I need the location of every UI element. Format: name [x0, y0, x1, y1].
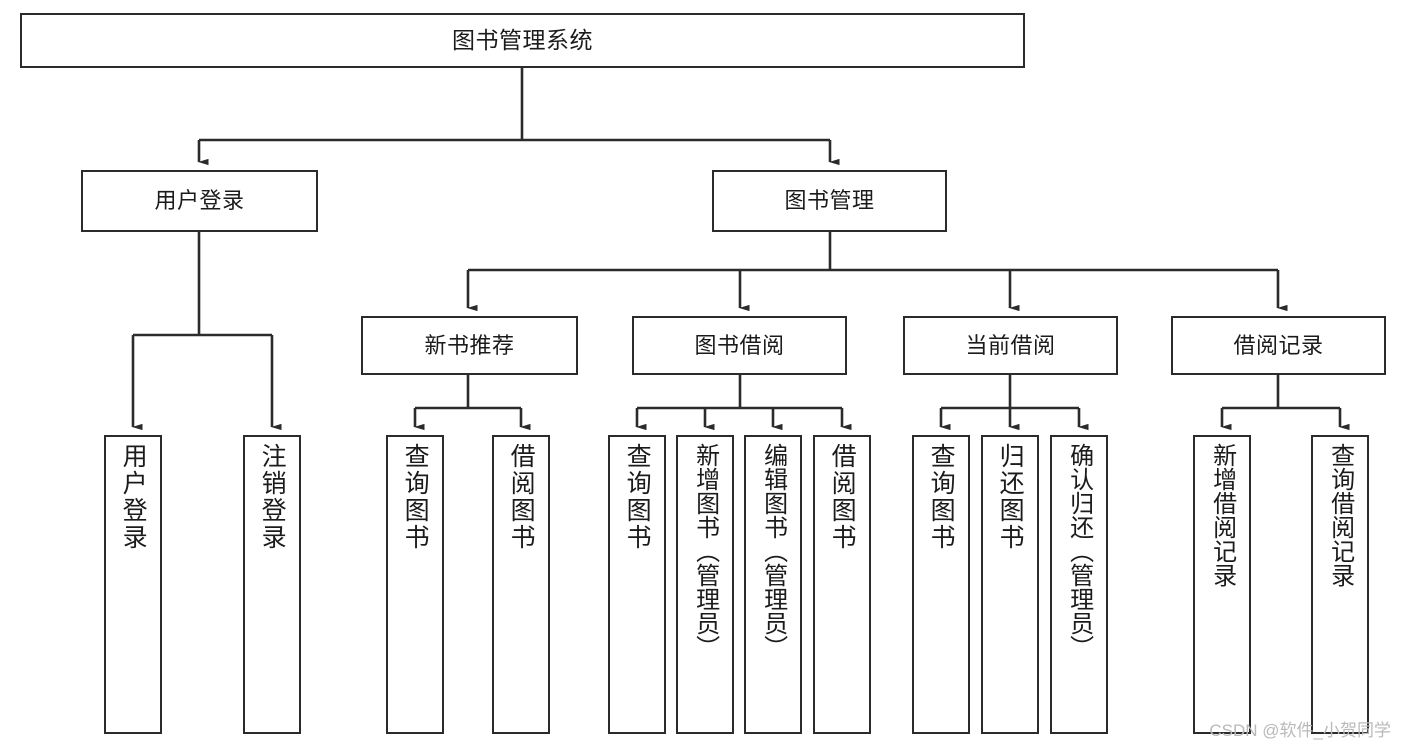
node-label: 借阅图书	[507, 443, 536, 551]
node-label: 查询图书	[927, 443, 956, 551]
node-label: 新增图书（管理员）	[691, 443, 719, 659]
node-label: 新书推荐	[424, 332, 515, 358]
node-label: 用户登录	[154, 188, 245, 214]
node-user-login[interactable]: 用户登录	[81, 170, 318, 232]
node-root-book-management-system[interactable]: 图书管理系统	[20, 13, 1025, 68]
node-label: 图书借阅	[694, 332, 785, 358]
node-label: 图书管理	[784, 188, 875, 214]
node-label: 新增借阅记录	[1208, 443, 1236, 587]
node-label: 用户登录	[119, 443, 148, 551]
node-current-borrow[interactable]: 当前借阅	[903, 316, 1118, 375]
leaf-add-book-admin[interactable]: 新增图书（管理员）	[676, 435, 734, 734]
node-label: 确认归还（管理员）	[1065, 443, 1093, 659]
leaf-query-borrow-record[interactable]: 查询借阅记录	[1311, 435, 1369, 734]
leaf-query-book-current[interactable]: 查询图书	[912, 435, 970, 734]
node-label: 查询借阅记录	[1326, 443, 1354, 587]
node-label: 当前借阅	[965, 332, 1056, 358]
leaf-edit-book-admin[interactable]: 编辑图书（管理员）	[744, 435, 802, 734]
node-label: 图书管理系统	[452, 26, 593, 53]
node-label: 查询图书	[623, 443, 652, 551]
node-borrow-record[interactable]: 借阅记录	[1171, 316, 1386, 375]
node-label: 注销登录	[258, 443, 287, 551]
node-label: 查询图书	[401, 443, 430, 551]
node-label: 借阅记录	[1233, 332, 1324, 358]
node-label: 借阅图书	[828, 443, 857, 551]
node-label: 编辑图书（管理员）	[759, 443, 787, 659]
node-book-management[interactable]: 图书管理	[712, 170, 947, 232]
node-label: 归还图书	[996, 443, 1025, 551]
leaf-query-book-new-recommend[interactable]: 查询图书	[386, 435, 444, 734]
node-new-book-recommend[interactable]: 新书推荐	[361, 316, 578, 375]
leaf-logout-login[interactable]: 注销登录	[243, 435, 301, 734]
node-book-borrow[interactable]: 图书借阅	[632, 316, 847, 375]
csdn-watermark: CSDN @软件_小贺同学	[1209, 721, 1391, 740]
leaf-query-book-borrow[interactable]: 查询图书	[608, 435, 666, 734]
leaf-add-borrow-record[interactable]: 新增借阅记录	[1193, 435, 1251, 734]
leaf-borrow-book-borrow[interactable]: 借阅图书	[813, 435, 871, 734]
leaf-borrow-book-new-recommend[interactable]: 借阅图书	[492, 435, 550, 734]
leaf-confirm-return-admin[interactable]: 确认归还（管理员）	[1050, 435, 1108, 734]
leaf-return-book[interactable]: 归还图书	[981, 435, 1039, 734]
leaf-user-login[interactable]: 用户登录	[104, 435, 162, 734]
